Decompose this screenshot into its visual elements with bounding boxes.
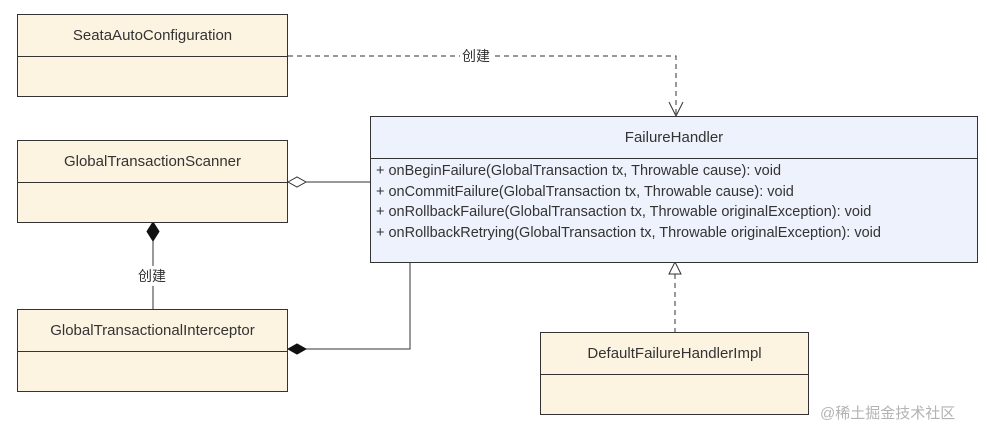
composition-line-interceptor-handler	[306, 262, 411, 350]
realization-arrowhead-hollow	[668, 260, 682, 275]
method-on-commit-failure: + onCommitFailure(GlobalTransaction tx, …	[376, 183, 794, 200]
method-on-rollback-retrying: + onRollbackRetrying(GlobalTransaction t…	[376, 224, 881, 241]
relation-label-create-left: 创建	[136, 266, 168, 286]
class-name: SeataAutoConfiguration	[18, 15, 287, 57]
class-global-transactional-interceptor: GlobalTransactionalInterceptor	[17, 309, 288, 392]
method-on-begin-failure: + onBeginFailure(GlobalTransaction tx, T…	[376, 163, 782, 179]
class-name: DefaultFailureHandlerImpl	[541, 333, 808, 375]
class-default-failure-handler-impl: DefaultFailureHandlerImpl	[540, 332, 809, 415]
class-global-transaction-scanner: GlobalTransactionScanner	[17, 140, 288, 223]
class-name: FailureHandler	[371, 117, 977, 159]
method-list: + onBeginFailure(GlobalTransaction tx, T…	[371, 159, 977, 243]
relation-label-create-top: 创建	[460, 46, 492, 66]
interface-failure-handler: FailureHandler + onBeginFailure(GlobalTr…	[370, 116, 978, 263]
composition-diamond-filled-interceptor	[286, 343, 308, 355]
class-name: GlobalTransactionScanner	[18, 141, 287, 183]
method-on-rollback-failure: + onRollbackFailure(GlobalTransaction tx…	[376, 204, 872, 221]
dependency-line-seata-to-handler	[288, 55, 677, 116]
aggregation-diamond-hollow	[286, 176, 308, 188]
class-name: GlobalTransactionalInterceptor	[18, 310, 287, 352]
composition-diamond-filled-scanner	[146, 221, 160, 242]
watermark: @稀土掘金技术社区	[820, 405, 956, 422]
class-seata-auto-configuration: SeataAutoConfiguration	[17, 14, 288, 97]
